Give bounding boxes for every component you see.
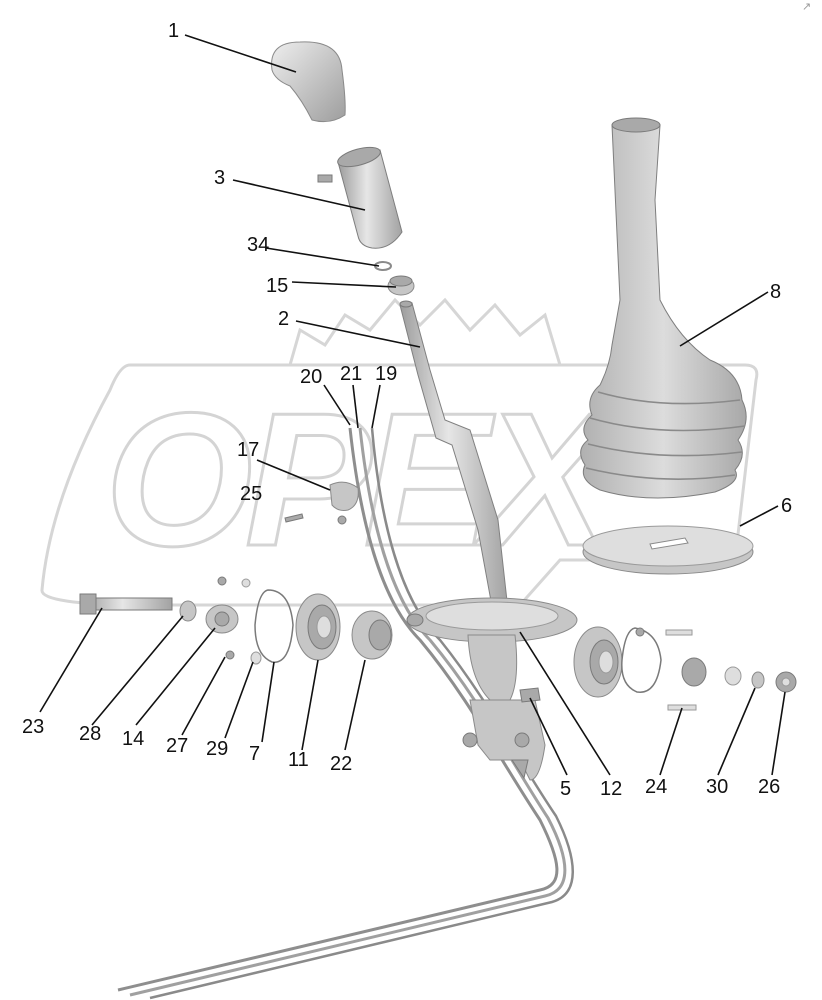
callout-24: 24: [645, 776, 667, 798]
callout-2: 2: [278, 308, 289, 330]
corner-mark: ↗: [802, 1, 811, 13]
callout-5: 5: [560, 778, 571, 800]
callout-7: 7: [249, 743, 260, 765]
washer-30: [751, 671, 765, 689]
cover-plate: [582, 525, 754, 575]
gear-knob: [271, 41, 346, 123]
gasket-7: [254, 589, 294, 663]
flange-11: [295, 593, 341, 661]
callout-23: 23: [22, 716, 44, 738]
gasket-right: [621, 627, 662, 693]
washer-28: [179, 600, 197, 622]
leader-lines: [39, 34, 786, 776]
watermark-text: OPEX: [105, 374, 619, 586]
callout-34: 34: [247, 234, 269, 256]
callout-22: 22: [330, 753, 352, 775]
callout-17: 17: [237, 439, 259, 461]
callout-27: 27: [166, 735, 188, 757]
lever-sleeve: [317, 146, 403, 249]
callout-12: 12: [600, 778, 622, 800]
callout-6: 6: [781, 495, 792, 517]
callout-15: 15: [266, 275, 288, 297]
callout-20: 20: [300, 366, 322, 388]
callout-28: 28: [79, 723, 101, 745]
bushing-right: [681, 657, 707, 687]
right-hardware: [573, 626, 797, 711]
cable-clamp: [329, 481, 359, 525]
flange-right: [573, 626, 623, 698]
callout-labels: 1 3 34 15 2 20 21 19 17 25 8 6 23 28 14 …: [22, 20, 792, 800]
callout-25: 25: [240, 483, 262, 505]
bushing: [387, 275, 415, 296]
nut-5: [519, 687, 541, 703]
callout-3: 3: [214, 167, 225, 189]
callout-29: 29: [206, 738, 228, 760]
washer-29: [250, 651, 262, 665]
callout-14: 14: [122, 728, 144, 750]
callout-26: 26: [758, 776, 780, 798]
rubber-boot: [580, 117, 747, 499]
left-hardware: [79, 576, 393, 665]
nut-27: [225, 650, 235, 660]
bearing-22: [351, 610, 393, 660]
bolt-upper: [665, 629, 693, 636]
callout-30: 30: [706, 776, 728, 798]
callout-11: 11: [288, 749, 309, 771]
lever-housing: [406, 597, 578, 781]
washer-right: [724, 666, 742, 686]
screw-25: [284, 513, 304, 523]
callout-8: 8: [770, 281, 781, 303]
callout-21: 21: [340, 363, 362, 385]
callout-19: 19: [375, 363, 397, 385]
callout-1: 1: [168, 20, 179, 42]
